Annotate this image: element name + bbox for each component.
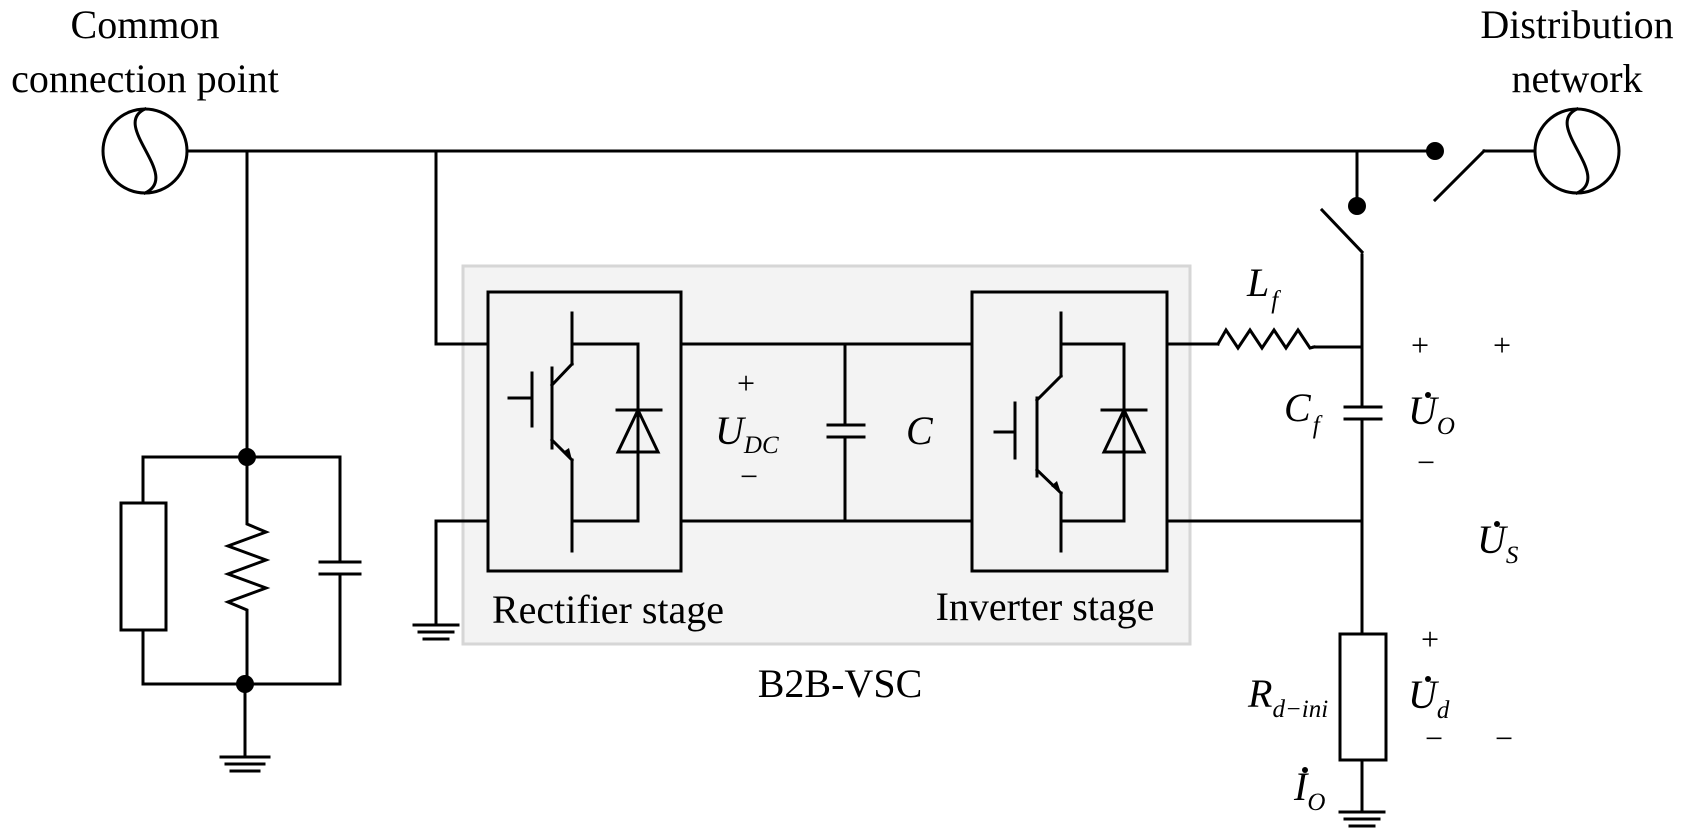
ud-dot-accent xyxy=(1425,676,1431,682)
common-connection-point-label-line1: Common xyxy=(71,2,220,47)
damping-resistor-rd xyxy=(1338,632,1388,814)
us-dot-accent xyxy=(1494,521,1500,527)
io-dot-accent xyxy=(1302,767,1308,773)
ud-plus-sign: + xyxy=(1421,621,1439,657)
island-switch xyxy=(1319,149,1366,255)
distribution-network-label-line2: network xyxy=(1511,56,1642,101)
igbt-icon-inverter xyxy=(993,311,1064,553)
ud-symbol: Ud xyxy=(1408,672,1450,724)
dc-link xyxy=(679,342,974,523)
filter-inductor-lf xyxy=(1165,327,1364,351)
us-symbol: US xyxy=(1477,517,1519,569)
igbt-icon-rectifier xyxy=(507,311,575,553)
dc-capacitor-symbol: C xyxy=(906,408,934,453)
rectifier-stage-box xyxy=(486,290,683,573)
local-load-branch xyxy=(119,149,362,759)
ground-icon-rectifier xyxy=(412,623,460,641)
diode-icon-inverter xyxy=(1059,342,1148,523)
ground-icon-left-load xyxy=(219,755,271,773)
lf-symbol: Lf xyxy=(1246,260,1281,314)
ud-minus-sign: − xyxy=(1425,720,1443,756)
ac-source-icon-distribution-network xyxy=(1533,107,1621,195)
io-symbol: IO xyxy=(1293,764,1325,816)
filter-capacitor-cf xyxy=(1343,253,1383,636)
inverter-stage-label: Inverter stage xyxy=(936,584,1155,629)
b2b-vsc-label: B2B-VSC xyxy=(758,661,923,706)
common-connection-point-label-line2: connection point xyxy=(11,56,279,101)
ground-icon-output xyxy=(1338,810,1386,828)
uo-minus-sign: − xyxy=(1417,444,1435,480)
b2b-vsc-panel xyxy=(461,264,1192,646)
uo-symbol: UO xyxy=(1408,388,1455,440)
distribution-network-label-line1: Distribution xyxy=(1480,2,1673,47)
udc-plus-sign: + xyxy=(737,365,755,401)
inverter-stage-box xyxy=(970,290,1169,573)
rd-ini-symbol: Rd−ini xyxy=(1247,671,1328,723)
uo-plus-sign: + xyxy=(1411,327,1429,363)
udc-minus-sign: − xyxy=(740,458,758,494)
cf-symbol: Cf xyxy=(1284,385,1323,439)
diode-icon-rectifier xyxy=(570,342,663,523)
uo-dot-accent xyxy=(1425,392,1431,398)
rectifier-input-wiring xyxy=(434,149,490,627)
us-plus-sign: + xyxy=(1493,327,1511,363)
rectifier-stage-label: Rectifier stage xyxy=(492,587,724,632)
ac-source-icon-common-connection-point xyxy=(101,107,189,195)
us-minus-sign: − xyxy=(1495,720,1513,756)
main-bus xyxy=(185,142,1537,203)
udc-symbol: UDC xyxy=(715,408,779,459)
